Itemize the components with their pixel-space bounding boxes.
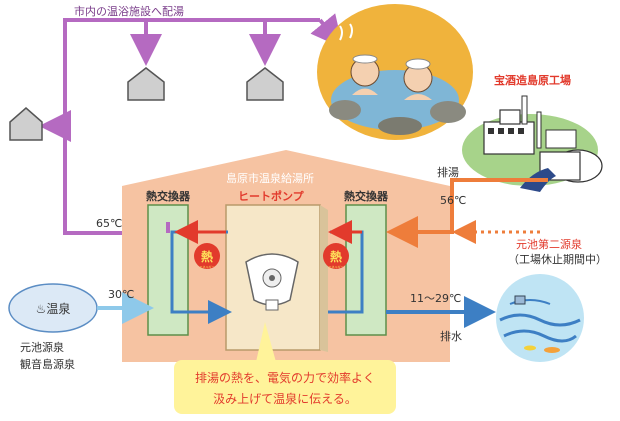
temp-65-label: 65℃ — [96, 217, 122, 230]
heat-exchanger-right-label: 熱交換器 — [344, 189, 389, 203]
heat-exchanger-left-label: 熱交換器 — [146, 189, 191, 203]
wastewater-label: 排湯 — [437, 165, 459, 179]
caption-line-1: 排湯の熱を、電気の力で効率よく — [195, 370, 375, 385]
factory-closed-label: （工場休止期間中） — [508, 253, 607, 266]
hot-spring-label: ♨温泉 — [36, 302, 71, 316]
heat-energy-badge: 熱 エネルギー — [194, 243, 220, 269]
temp-56-label: 56℃ — [440, 194, 466, 207]
sea-discharge-illustration — [496, 274, 584, 362]
building-icon — [127, 67, 165, 101]
motoike-source-label: 元池源泉 — [20, 340, 64, 354]
kannonjima-source-label: 観音島源泉 — [20, 357, 75, 371]
caption-callout — [174, 322, 396, 414]
compressor-icon — [245, 253, 299, 311]
temp-30-label: 30℃ — [108, 288, 134, 301]
svg-text:熱: 熱 — [330, 249, 342, 264]
distribution-label: 市内の温浴施設へ配湯 — [74, 4, 184, 18]
svg-text:エネルギー: エネルギー — [328, 264, 343, 269]
brewery-factory-illustration — [462, 95, 603, 192]
svg-text:エネルギー: エネルギー — [199, 264, 214, 269]
facility-label: 島原市温泉給湯所 — [226, 171, 314, 185]
heat-energy-badge: 熱 エネルギー — [323, 243, 349, 269]
temp-out-label: 11～29℃ — [410, 292, 461, 305]
onsen-bathers-illustration — [317, 4, 473, 140]
heat-loop-left — [170, 220, 232, 324]
distribution-pipes — [39, 13, 344, 235]
motoike2-label: 元池第二源泉 — [516, 237, 582, 251]
heat-loop-right — [328, 220, 364, 314]
brewery-label: 宝酒造島原工場 — [494, 73, 571, 87]
svg-text:熱: 熱 — [201, 249, 213, 264]
caption-line-2: 汲み上げて温泉に伝える。 — [213, 392, 357, 406]
waste-heat-pipe — [386, 178, 548, 248]
heat-exchanger-right — [345, 204, 387, 336]
building-icon — [246, 67, 284, 101]
heat-pump-label: ヒートポンプ — [238, 189, 305, 203]
discharge-label: 排水 — [440, 329, 462, 343]
building-icon — [9, 107, 43, 141]
